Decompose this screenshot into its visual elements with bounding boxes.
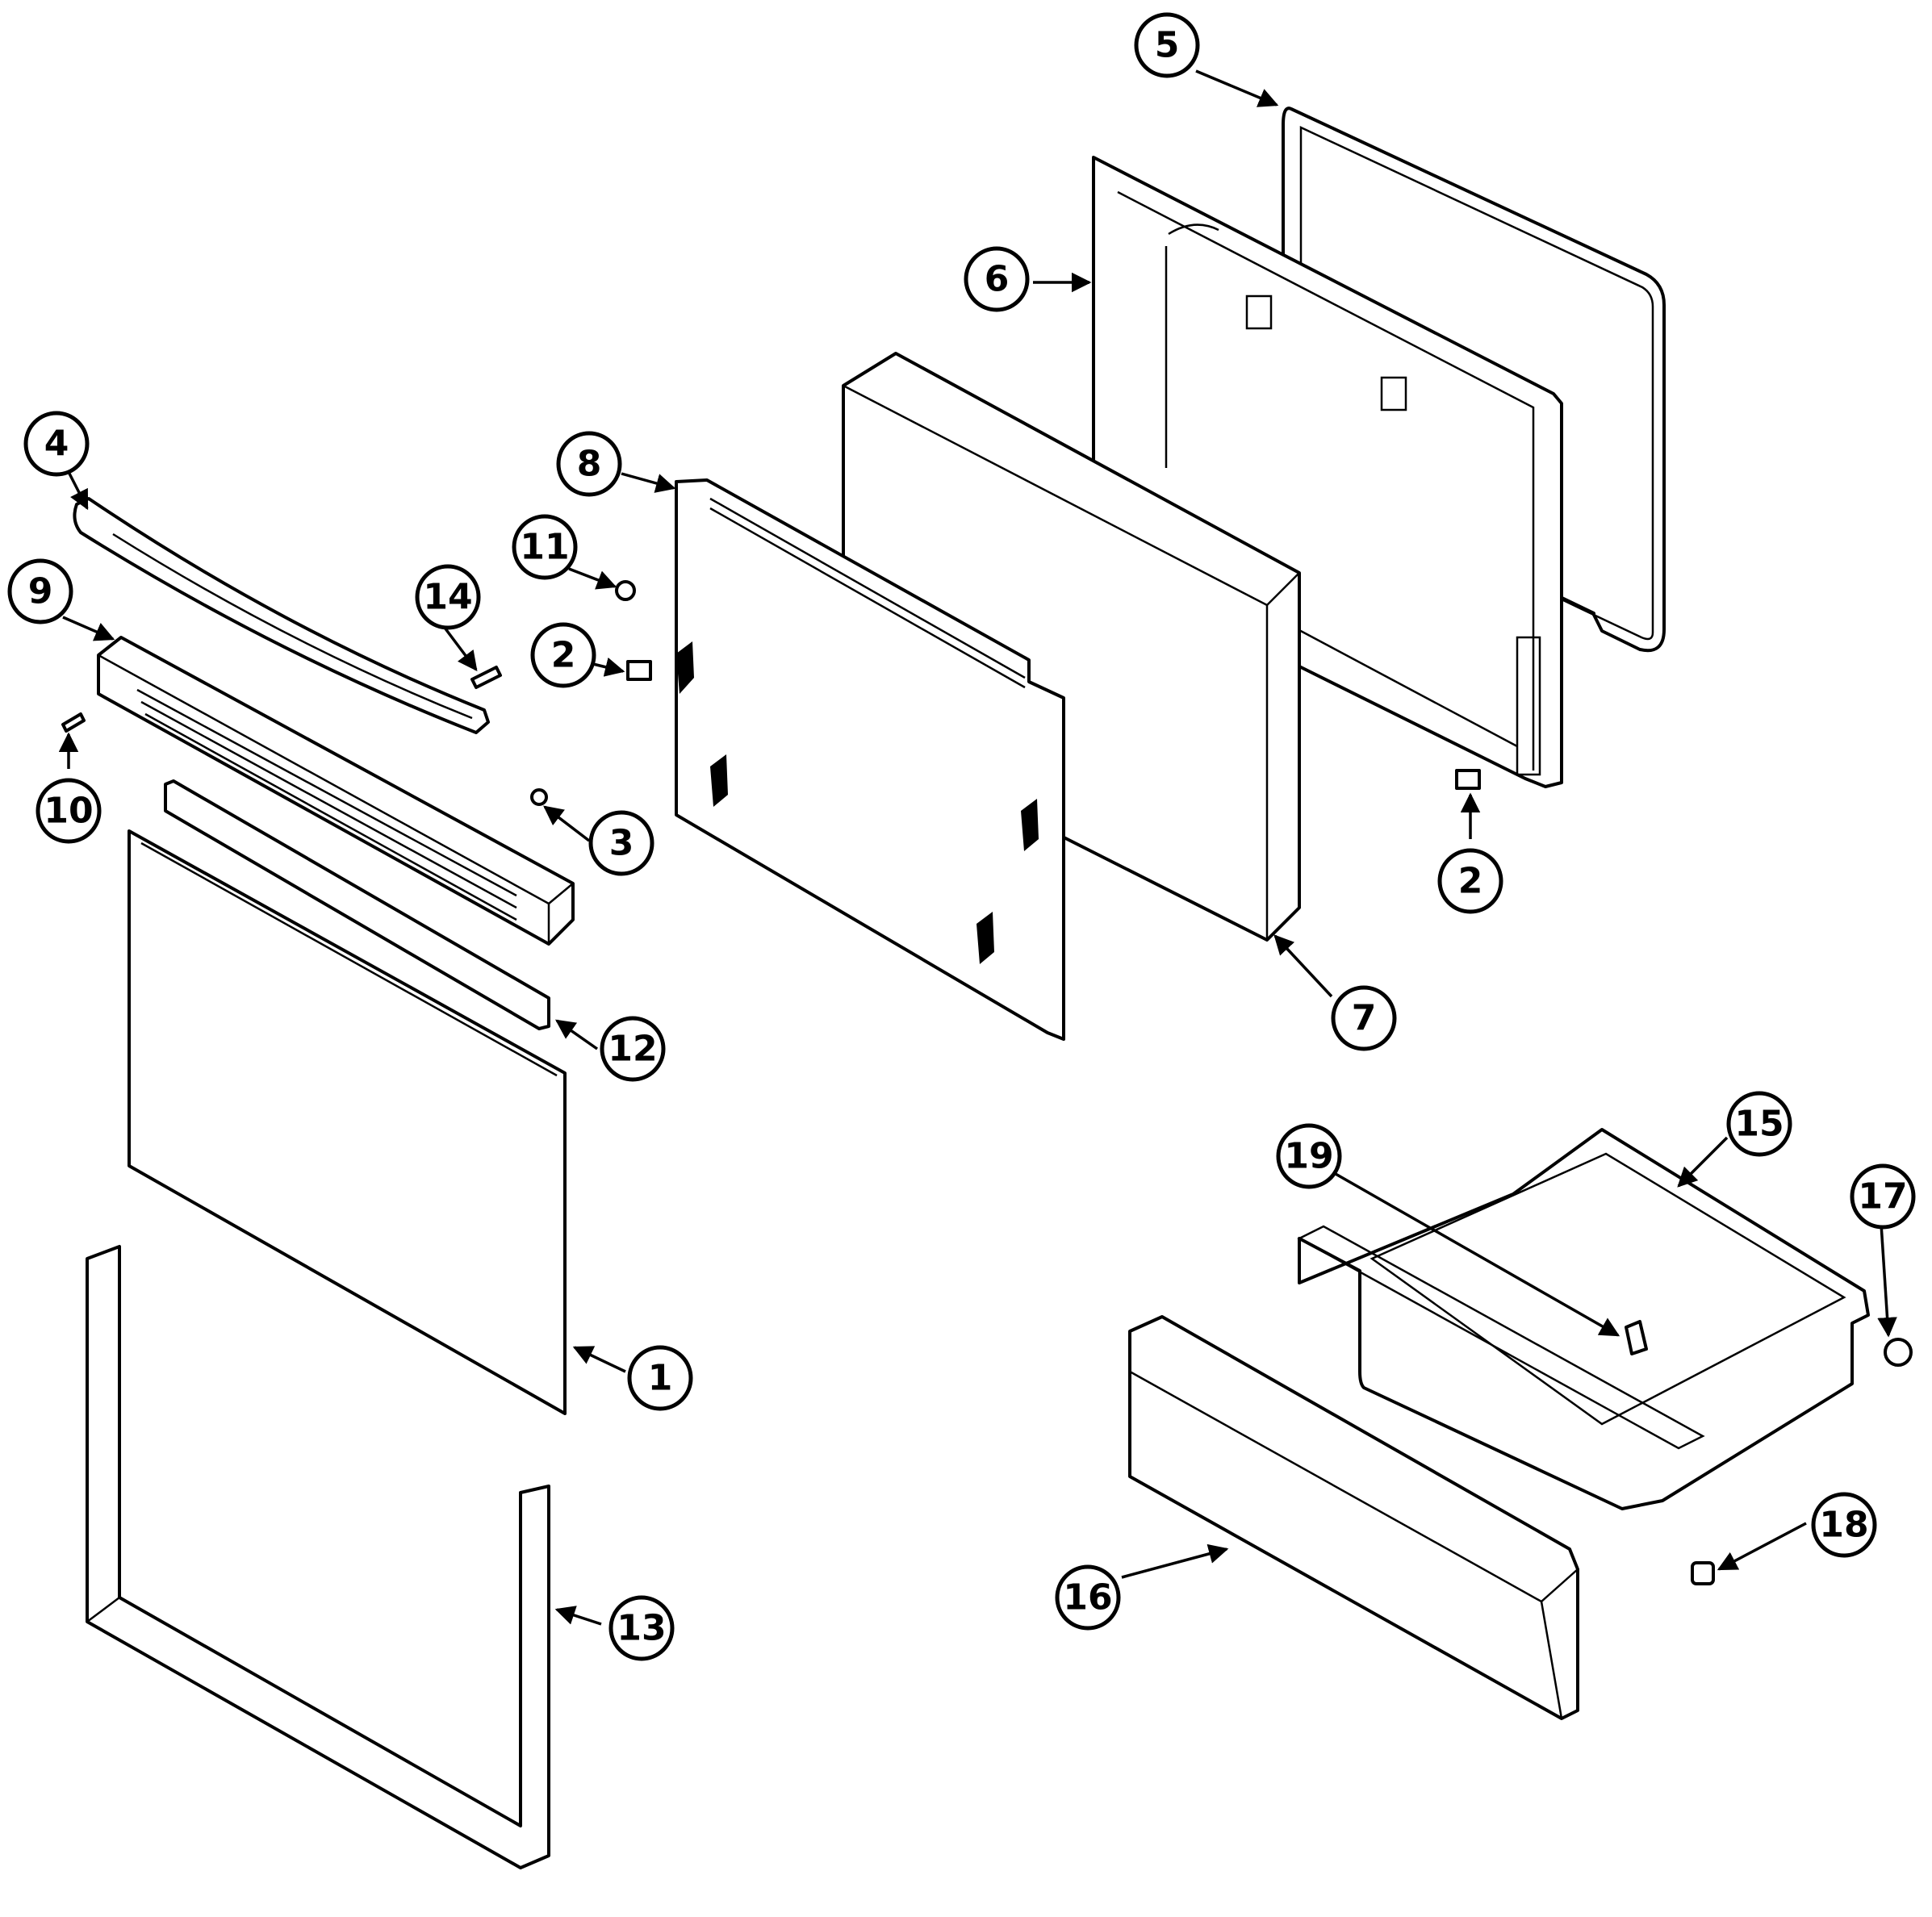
svg-text:13: 13: [617, 1608, 666, 1649]
spacer-left-part: [626, 660, 652, 681]
vent-screw-part: [61, 712, 86, 733]
panel-screw-part: [530, 788, 548, 806]
svg-text:2: 2: [551, 635, 576, 676]
door-panel-part: [128, 829, 567, 1415]
callout-9: 9: [7, 558, 73, 624]
drawer-pan-part: [1297, 1128, 1870, 1510]
svg-text:1: 1: [648, 1358, 673, 1399]
trim-strip-part: [164, 779, 550, 1030]
callout-12: 12: [600, 1016, 666, 1082]
leader-lines: [58, 69, 1897, 1626]
callout-17: 17: [1850, 1163, 1916, 1230]
callout-3: 3: [588, 810, 654, 876]
callout-11: 11: [512, 514, 578, 580]
callout-6: 6: [964, 246, 1030, 312]
vent-panel-part: [97, 636, 575, 946]
callout-8: 8: [556, 431, 622, 497]
svg-text:16: 16: [1063, 1577, 1112, 1618]
callout-10: 10: [36, 778, 102, 844]
drawer-glide-part: [1884, 1338, 1913, 1367]
drawer-nut-part: [1691, 1561, 1715, 1585]
handle-screw-part: [470, 666, 502, 689]
door-frame-part: [86, 1245, 550, 1869]
svg-text:3: 3: [609, 823, 634, 864]
svg-text:11: 11: [520, 527, 569, 568]
callout-2-right: 2: [1437, 848, 1503, 914]
svg-text:17: 17: [1858, 1176, 1907, 1217]
callout-2-left: 2: [530, 622, 596, 688]
svg-text:18: 18: [1819, 1505, 1868, 1546]
svg-text:4: 4: [44, 424, 69, 465]
svg-text:9: 9: [28, 571, 53, 612]
spacer-right-part: [1455, 769, 1481, 790]
svg-text:8: 8: [577, 444, 602, 485]
callout-18: 18: [1811, 1492, 1877, 1558]
callout-13: 13: [608, 1595, 675, 1661]
svg-text:7: 7: [1352, 998, 1377, 1039]
callout-15: 15: [1726, 1091, 1792, 1157]
callout-16: 16: [1055, 1564, 1121, 1631]
callout-5: 5: [1134, 12, 1200, 78]
callout-19: 19: [1276, 1123, 1342, 1189]
svg-text:14: 14: [423, 577, 472, 618]
callout-1: 1: [627, 1345, 693, 1411]
callout-4: 4: [23, 411, 90, 477]
door-handle-part: [73, 497, 490, 734]
callout-7: 7: [1331, 985, 1397, 1051]
callout-14: 14: [415, 564, 481, 630]
svg-text:6: 6: [985, 259, 1010, 300]
svg-text:5: 5: [1155, 25, 1180, 66]
drawer-screw-part: [1625, 1320, 1648, 1355]
svg-text:15: 15: [1734, 1104, 1784, 1145]
grommet-part: [615, 580, 636, 601]
svg-text:19: 19: [1284, 1136, 1333, 1177]
svg-text:12: 12: [608, 1029, 657, 1070]
svg-text:2: 2: [1458, 861, 1483, 902]
svg-text:10: 10: [44, 791, 93, 832]
drawer-front-part: [1128, 1315, 1579, 1720]
inner-door-panel-part: [675, 478, 1065, 1041]
